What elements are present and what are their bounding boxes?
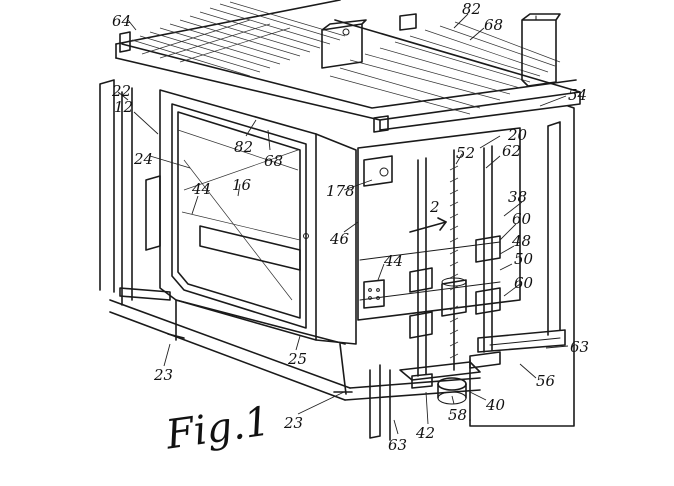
ref-2: 2 bbox=[429, 198, 440, 216]
ref-68-mid: 68 bbox=[264, 152, 283, 170]
top-grid-right bbox=[329, 21, 561, 115]
ref-68-top: 68 bbox=[484, 16, 503, 34]
ref-60-upper: 60 bbox=[512, 210, 532, 228]
top-table bbox=[115, 0, 581, 133]
figure-caption: Fig.1 bbox=[162, 398, 273, 458]
ref-63-right: 63 bbox=[570, 338, 589, 356]
reference-numerals: 64 82 68 54 22 12 20 52 62 82 68 24 16 1… bbox=[111, 0, 589, 454]
ref-20: 20 bbox=[507, 126, 528, 144]
ref-42: 42 bbox=[415, 424, 435, 442]
outer-frame bbox=[99, 79, 575, 441]
ref-52: 52 bbox=[456, 144, 475, 162]
ref-16: 16 bbox=[232, 176, 252, 194]
ref-44-upper: 44 bbox=[191, 180, 211, 198]
ref-82-top: 82 bbox=[462, 0, 481, 18]
ref-24: 24 bbox=[133, 150, 153, 168]
ref-58: 58 bbox=[448, 406, 467, 424]
ref-23-left: 23 bbox=[153, 366, 173, 384]
ref-64: 64 bbox=[112, 12, 131, 30]
ref-25: 25 bbox=[287, 350, 307, 368]
ref-82-mid: 82 bbox=[234, 138, 253, 156]
ref-60-lower: 60 bbox=[514, 274, 534, 292]
ref-62: 62 bbox=[502, 142, 521, 160]
ref-40: 40 bbox=[485, 396, 506, 414]
ref-46: 46 bbox=[329, 230, 350, 248]
housing bbox=[145, 89, 357, 395]
ref-44-lower: 44 bbox=[383, 252, 403, 270]
ref-22: 22 bbox=[111, 82, 131, 100]
ref-23-bottom: 23 bbox=[283, 414, 303, 432]
ref-178: 178 bbox=[326, 182, 355, 200]
ref-63-bottom: 63 bbox=[388, 436, 407, 454]
ref-54: 54 bbox=[568, 86, 587, 104]
ref-50: 50 bbox=[514, 250, 534, 268]
ref-38: 38 bbox=[508, 188, 527, 206]
ref-48: 48 bbox=[511, 232, 531, 250]
top-grid-left bbox=[131, 1, 346, 77]
ref-12: 12 bbox=[114, 98, 133, 116]
ref-56: 56 bbox=[536, 372, 556, 390]
mechanism bbox=[357, 127, 521, 405]
leader-lines bbox=[117, 13, 569, 435]
